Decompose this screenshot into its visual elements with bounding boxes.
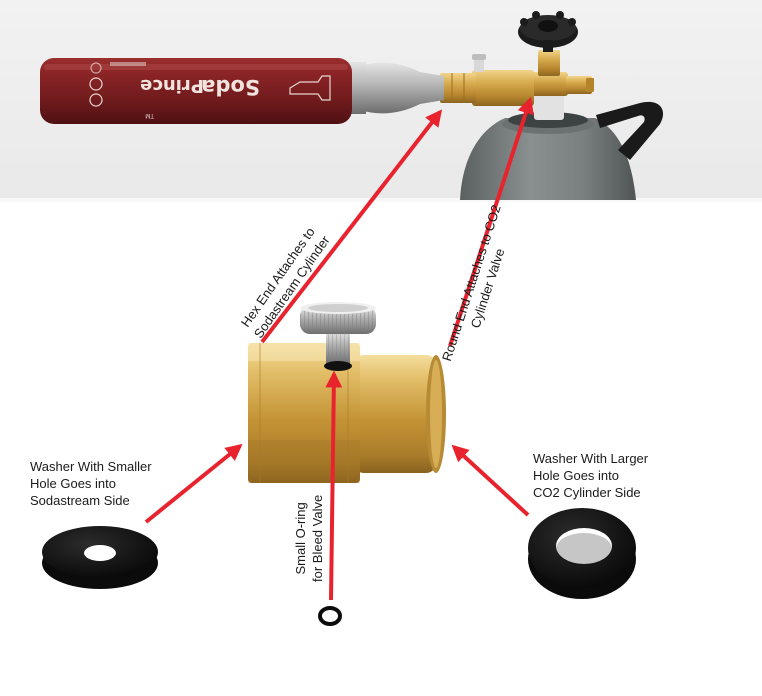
brand-soda-text: Soda <box>201 75 260 99</box>
cylinder-icon-circle <box>89 93 103 107</box>
cylinder-icon-circle <box>90 62 102 74</box>
arrow-small-washer <box>144 443 243 524</box>
small-o-ring <box>318 606 342 626</box>
tank-handle <box>596 101 664 160</box>
callout-arrows <box>144 96 534 601</box>
large-hole-washer <box>528 508 636 599</box>
brand-tm-text: TM <box>145 112 154 118</box>
sodastream-cylinder: Soda Prince TM <box>40 58 444 124</box>
cylinder-icon-circle <box>89 77 103 91</box>
arrow-large-washer <box>451 444 530 517</box>
cylinder-red-body <box>40 58 352 124</box>
valve-handwheel <box>518 11 578 52</box>
bleed-valve-knob <box>300 302 376 334</box>
arrow-o-ring <box>325 370 343 601</box>
label-small-washer: Washer With Smaller Hole Goes into Sodas… <box>30 459 152 508</box>
brass-adapter <box>248 302 446 483</box>
label-o-ring: Small O-ring for Bleed Valve <box>293 494 325 582</box>
small-hole-washer <box>42 526 158 589</box>
arrow-round-end <box>448 96 534 347</box>
arrow-hex-end <box>260 109 443 344</box>
brand-prince-text: Prince <box>140 75 204 96</box>
label-large-washer: Washer With Larger Hole Goes into CO2 Cy… <box>533 451 649 500</box>
